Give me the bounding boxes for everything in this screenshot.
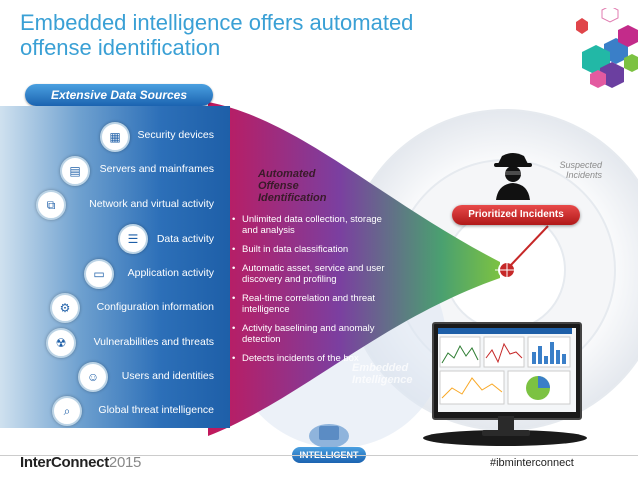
source-item-security-devices: Security devices xyxy=(138,124,214,146)
hexagon-magenta xyxy=(618,25,638,47)
feature-bullet: Built in data classification xyxy=(232,244,392,255)
source-label: Application activity xyxy=(127,267,214,279)
source-label: Global threat intelligence xyxy=(98,404,214,416)
radiation-icon: ☢ xyxy=(46,328,76,358)
prioritized-incidents-badge: Prioritized Incidents xyxy=(452,205,580,225)
configuration-icon: ⚙ xyxy=(50,293,80,323)
feature-bullets: Unlimited data collection, storage and a… xyxy=(232,214,392,372)
source-item-global-threat: Global threat intelligence xyxy=(98,399,214,421)
application-icon: ▭ xyxy=(84,259,114,289)
footer-divider xyxy=(0,455,638,456)
source-label: Users and identities xyxy=(121,370,214,382)
slide-title: Embedded intelligence offers automated o… xyxy=(20,10,414,60)
brand-name: InterConnect xyxy=(20,454,109,471)
feature-bullet: Automatic asset, service and user discov… xyxy=(232,263,392,285)
feature-bullet: Unlimited data collection, storage and a… xyxy=(232,214,392,236)
source-item-application: Application activity xyxy=(128,262,214,284)
decorative-hexagons xyxy=(576,8,638,88)
monitor-stand xyxy=(482,416,530,436)
feature-bullet: Detects incidents of the box xyxy=(232,353,392,364)
hexagon-pink xyxy=(590,70,606,88)
server-icon: ▤ xyxy=(60,156,90,186)
source-item-vulnerabilities: Vulnerabilities and threats xyxy=(94,331,214,353)
dashboard-screen xyxy=(438,328,576,412)
database-icon: ☰ xyxy=(118,224,148,254)
feature-bullet: Activity baselining and anomaly detectio… xyxy=(232,323,392,345)
user-identity-icon: ☺ xyxy=(78,362,108,392)
brand-year: 2015 xyxy=(108,454,142,471)
source-label: Security devices xyxy=(137,129,214,141)
feature-bullet: Real-time correlation and threat intelli… xyxy=(232,293,392,315)
embedded-intelligence-label: Embedded Intelligence xyxy=(352,362,413,386)
network-icon: ⧉ xyxy=(36,190,66,220)
hacker-icon xyxy=(494,153,532,200)
hexagon-green xyxy=(624,54,638,72)
prioritized-pointer xyxy=(509,225,549,267)
source-label: Servers and mainframes xyxy=(99,163,214,175)
source-label: Network and virtual activity xyxy=(89,198,214,210)
source-item-users: Users and identities xyxy=(122,365,214,387)
source-item-servers: Servers and mainframes xyxy=(100,158,214,180)
monitor-base-shadow xyxy=(423,430,587,446)
dashboard-monitor xyxy=(432,322,582,420)
dashboard-charts xyxy=(438,328,572,405)
sources-header: Extensive Data Sources xyxy=(25,84,213,106)
hexagon-red xyxy=(576,18,588,34)
hexagon-outline xyxy=(601,8,619,23)
source-item-configuration: Configuration information xyxy=(97,296,214,318)
source-label: Configuration information xyxy=(96,301,214,313)
event-hashtag: #ibminterconnect xyxy=(490,457,574,469)
source-label: Data activity xyxy=(156,233,214,245)
globe-search-icon: ⌕ xyxy=(52,396,82,426)
firewall-icon: ▦ xyxy=(100,122,130,152)
source-item-network: Network and virtual activity xyxy=(89,193,214,215)
brain-chip-icon xyxy=(309,424,349,448)
source-item-data: Data activity xyxy=(157,228,214,250)
source-label: Vulnerabilities and threats xyxy=(93,336,214,348)
automated-offense-title: Automated Offense Identification xyxy=(258,168,327,204)
interconnect-logo: InterConnect2015 xyxy=(20,454,141,471)
data-sources-panel xyxy=(0,106,230,428)
suspected-incidents-label: Suspected Incidents xyxy=(559,160,602,180)
